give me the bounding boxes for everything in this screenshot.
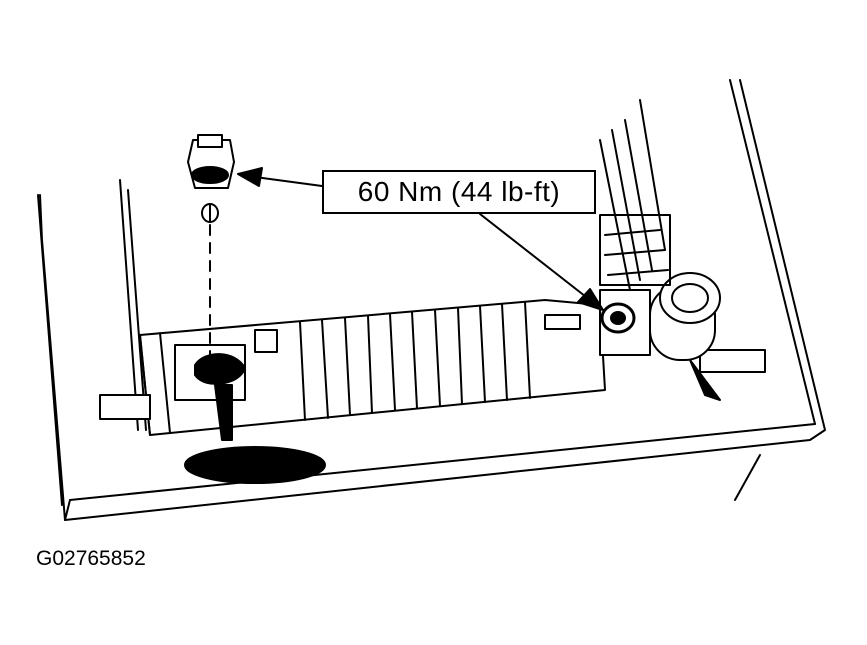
- cooler-body: [99, 299, 766, 436]
- figure-code: G02765852: [36, 547, 146, 570]
- left-fitting: [174, 224, 326, 484]
- callout-arrows: [237, 167, 604, 311]
- loose-fitting: [187, 134, 235, 223]
- torque-callout: 60 Nm (44 lb-ft): [322, 170, 596, 214]
- right-fitting: [599, 214, 721, 401]
- pan-outline: [37, 79, 826, 521]
